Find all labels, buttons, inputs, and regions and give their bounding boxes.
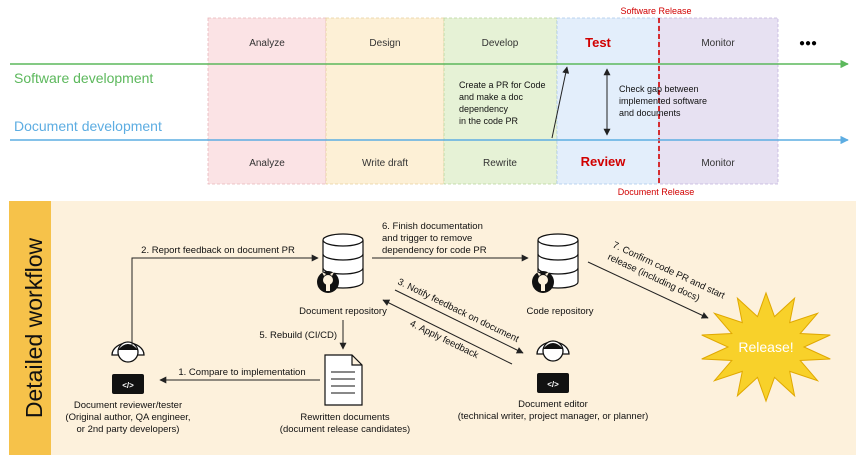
github-icon — [532, 271, 554, 293]
code-repository: Code repository — [526, 233, 594, 317]
code-repository-label: Code repository — [526, 306, 593, 317]
document-release-label: Document Release — [618, 187, 695, 197]
step-3-arrow — [394, 289, 524, 354]
analyze-column — [207, 17, 327, 185]
svg-text:dependency: dependency — [459, 104, 509, 114]
step-7-arrow — [587, 261, 709, 319]
rewritten-documents-label: Rewritten documents — [300, 412, 389, 423]
editor-label: Document editor — [518, 399, 588, 410]
svg-text:and documents: and documents — [619, 108, 681, 118]
svg-text:6. Finish documentation: 6. Finish documentation — [382, 221, 483, 232]
doc-phase-label-analyze: Analyze — [249, 158, 285, 169]
document-development-label: Document development — [14, 118, 162, 134]
developer-icon: </> — [111, 341, 145, 394]
reviewer-label: Document reviewer/tester — [74, 400, 182, 411]
step-2-arrow — [131, 254, 319, 345]
phase-label-develop: Develop — [482, 38, 519, 49]
reviewer-person: </> Document reviewer/tester (Original a… — [65, 341, 191, 435]
step-1-label: 1. Compare to implementation — [178, 367, 305, 378]
rewritten-documents-sublabel: (document release candidates) — [280, 424, 410, 435]
doc-phase-label-review: Review — [581, 154, 627, 169]
phase-label-design: Design — [369, 38, 400, 49]
doc-phase-label-rewrite: Rewrite — [483, 158, 517, 169]
software-development-label: Software development — [14, 70, 153, 86]
step-6-label: 6. Finish documentation and trigger to r… — [382, 221, 487, 256]
more-dots: ●●● — [799, 38, 817, 49]
develop-note: Create a PR for Code and make a doc depe… — [459, 80, 546, 126]
starburst-shape — [701, 291, 831, 403]
svg-text:Create a PR for Code: Create a PR for Code — [459, 80, 546, 90]
reviewer-sublabel-2: or 2nd party developers) — [77, 424, 180, 435]
svg-text:implemented software: implemented software — [619, 96, 707, 106]
test-note: Check gap between implemented software a… — [619, 84, 707, 118]
document-repository-label: Document repository — [299, 306, 387, 317]
step-2-label: 2. Report feedback on document PR — [141, 245, 295, 256]
workflow-title: Detailed workflow — [21, 237, 47, 418]
document-repository: Document repository — [299, 233, 387, 317]
svg-text:in the code PR: in the code PR — [459, 116, 519, 126]
develop-column — [443, 17, 558, 185]
workflow-title-bar — [9, 201, 51, 455]
doc-phase-label-monitor: Monitor — [701, 158, 735, 169]
editor-person: </> Document editor (technical writer, p… — [458, 340, 649, 422]
dependency-arrow — [551, 66, 570, 139]
svg-text:Check gap between: Check gap between — [619, 84, 699, 94]
monitor-column — [658, 17, 779, 185]
svg-text:and trigger to remove: and trigger to remove — [382, 233, 472, 244]
doc-phase-label-write-draft: Write draft — [362, 158, 408, 169]
release-label: Release! — [738, 339, 793, 355]
phase-label-test: Test — [585, 35, 611, 50]
reviewer-sublabel: (Original author, QA engineer, — [65, 412, 190, 423]
phase-label-analyze: Analyze — [249, 38, 285, 49]
github-icon — [317, 271, 339, 293]
svg-text:and make a doc: and make a doc — [459, 92, 524, 102]
software-release-label: Software Release — [620, 6, 691, 16]
workflow-panel — [9, 201, 856, 455]
step-4-arrow — [382, 299, 513, 365]
editor-sublabel: (technical writer, project manager, or p… — [458, 411, 649, 422]
svg-text:dependency for code PR: dependency for code PR — [382, 245, 487, 256]
developer-icon: </> — [536, 340, 570, 393]
release-burst: Release! — [701, 291, 831, 403]
step-5-label: 5. Rebuild (CI/CD) — [259, 330, 337, 341]
rewritten-documents: Rewritten documents (document release ca… — [280, 354, 410, 435]
design-column — [325, 17, 445, 185]
svg-text:</>: </> — [547, 380, 559, 389]
phase-label-monitor: Monitor — [701, 38, 735, 49]
svg-text:</>: </> — [122, 381, 134, 390]
